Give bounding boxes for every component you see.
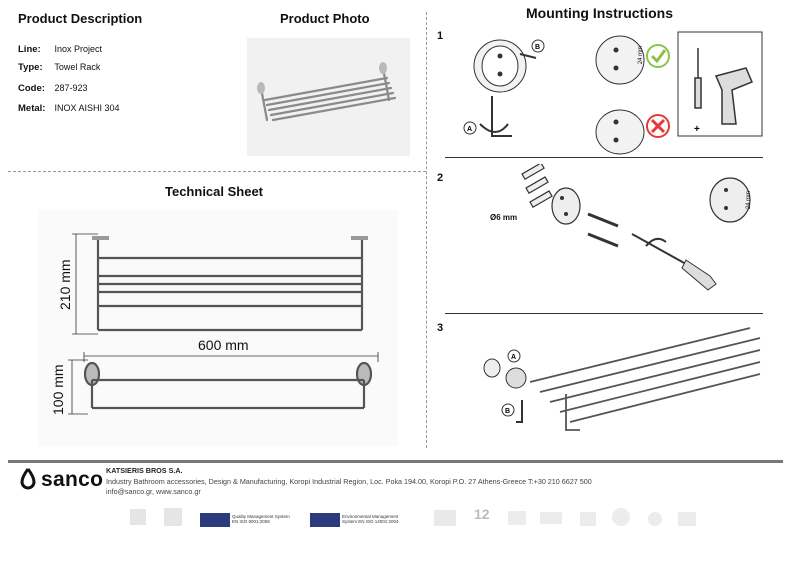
dim-24-step2: 24 mm	[746, 190, 753, 210]
dim-depth-label: 100 mm	[50, 364, 66, 415]
step-separator-1	[445, 157, 763, 158]
dim-width-label: 600 mm	[198, 337, 249, 353]
company-address: Industry Bathroom accessories, Design & …	[106, 477, 592, 486]
dim-height-label: 210 mm	[57, 259, 73, 310]
quality-seal-icon	[164, 508, 182, 526]
company-contact: info@sanco.gr, www.sanco.gr	[106, 487, 201, 496]
technical-sheet-title: Technical Sheet	[165, 184, 264, 199]
field-code: Code: 287-923	[18, 83, 88, 94]
field-metal: Metal: INOX AISHI 304	[18, 103, 120, 114]
brand-name: sanco	[41, 468, 104, 491]
brand-logo-icon-5	[648, 512, 662, 526]
footer-rule	[8, 460, 783, 463]
step1-label-a: A	[467, 126, 472, 133]
cert-quality: Quality Management System EN ISO 9001:20…	[232, 514, 290, 524]
brand-logo-icon-1	[508, 511, 526, 525]
svg-text:+: +	[694, 124, 700, 135]
field-type-label: Type:	[18, 62, 43, 73]
step1-label-b: B	[535, 44, 540, 51]
section-divider-vertical	[426, 12, 427, 448]
step3-label-b: B	[505, 408, 510, 415]
section-divider-horizontal	[8, 171, 426, 172]
step-1-number: 1	[437, 30, 444, 42]
step-separator-2	[445, 313, 763, 314]
warranty-years-badge: 12	[474, 506, 490, 522]
dim-24-step1: 24 mm	[638, 45, 645, 65]
technical-drawing	[38, 210, 398, 446]
step-2-illustration	[521, 164, 751, 291]
step-1-illustration: B A +	[463, 31, 763, 155]
product-photo-title: Product Photo	[280, 11, 370, 26]
field-type-value: Towel Rack	[54, 62, 101, 72]
field-line: Line: Inox Project	[18, 44, 102, 55]
field-metal-value: INOX AISHI 304	[54, 103, 120, 113]
step-3-illustration: A B	[483, 327, 761, 431]
technical-drawing-svg	[68, 233, 379, 415]
field-code-value: 287-923	[54, 83, 88, 93]
field-line-value: Inox Project	[54, 44, 103, 54]
mounting-instructions-title: Mounting Instructions	[526, 5, 673, 21]
dim-drill-label: Ø6 mm	[490, 213, 518, 222]
brand-logo-icon-3	[580, 512, 596, 526]
sanco-logo-icon	[18, 467, 38, 491]
cert-logo-icon	[434, 510, 456, 526]
hotels-icon	[130, 509, 146, 525]
towel-rack-photo	[257, 62, 397, 122]
eu-flag-icon	[200, 513, 230, 527]
check-icon	[646, 44, 670, 68]
brand-logo-icon-4	[612, 508, 630, 526]
field-type: Type: Towel Rack	[18, 62, 100, 73]
field-metal-label: Metal:	[18, 103, 46, 114]
step-2-number: 2	[437, 172, 444, 184]
step-3-number: 3	[437, 322, 444, 334]
product-photo	[247, 38, 410, 156]
step3-label-a: A	[511, 354, 516, 361]
field-line-label: Line:	[18, 44, 41, 55]
brand-logo-icon-6	[678, 512, 696, 526]
field-code-label: Code:	[18, 83, 45, 94]
cert-environment: Environmental Management System EN ISO 1…	[342, 514, 399, 524]
company-name: KATSIERIS BROS S.A.	[106, 466, 183, 475]
eu-flag-icon-2	[310, 513, 340, 527]
product-description-title: Product Description	[18, 11, 143, 26]
brand-logo-icon-2	[540, 512, 562, 524]
